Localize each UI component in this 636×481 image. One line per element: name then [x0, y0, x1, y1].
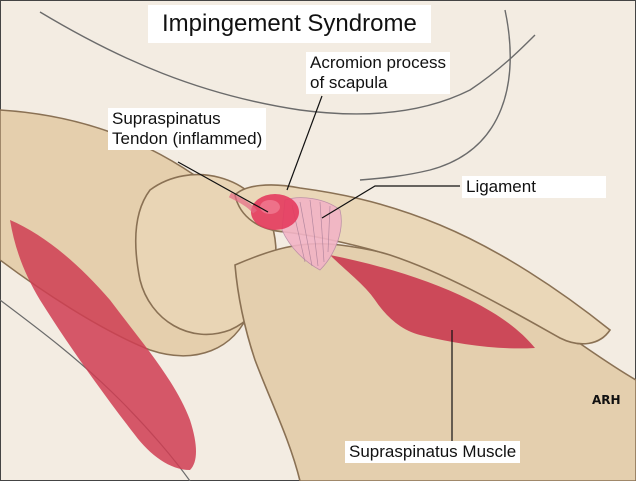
muscle-right — [330, 255, 535, 349]
page-title: Impingement Syndrome — [148, 5, 431, 43]
artist-credit: ARH — [592, 393, 621, 407]
label-muscle: Supraspinatus Muscle — [345, 441, 521, 463]
leader-acromion — [286, 95, 323, 191]
leader-ligament — [321, 185, 460, 219]
scapula-bone — [234, 242, 636, 481]
tendon-fibers — [228, 192, 258, 214]
skin-outline-upper — [39, 11, 536, 115]
inflamed-tendon-highlight — [260, 200, 280, 214]
leader-tendon — [177, 161, 269, 213]
skin-outline-right — [359, 9, 511, 181]
label-acromion: Acromion process of scapula — [306, 52, 451, 94]
muscle-left — [10, 220, 196, 470]
leader-lines — [177, 95, 460, 445]
label-tendon: Supraspinatus Tendon (inflammed) — [108, 108, 267, 150]
ligament-fibers — [291, 199, 331, 267]
label-ligament: Ligament — [462, 176, 606, 198]
